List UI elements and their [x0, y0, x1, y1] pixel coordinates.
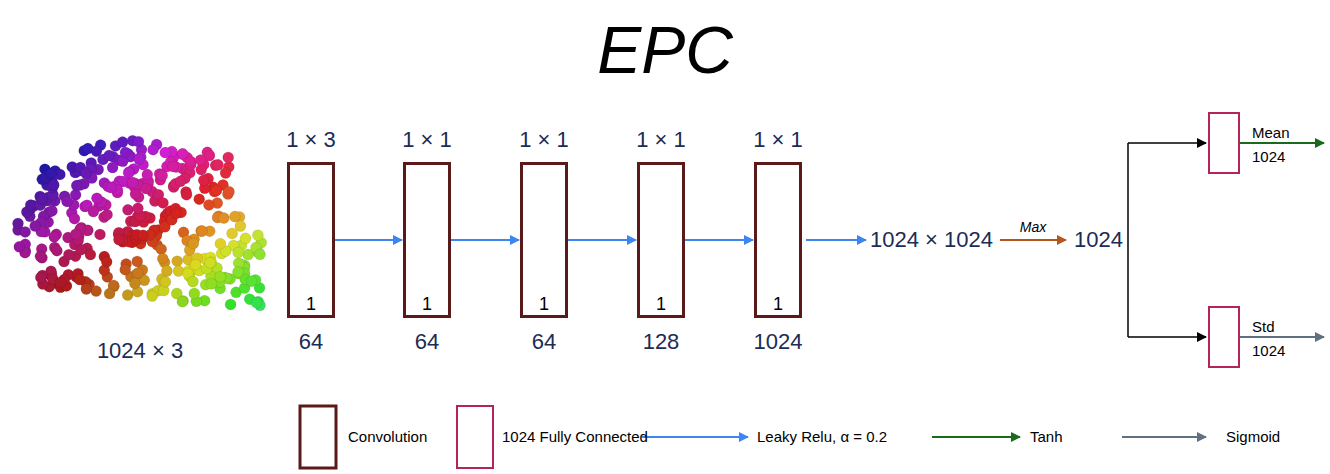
branch-arrow [1128, 142, 1206, 144]
channel-count: 64 [299, 329, 323, 355]
kernel-size: 1 × 1 [402, 127, 452, 153]
activation-connector [685, 239, 753, 241]
legend-text: Sigmoid [1226, 428, 1280, 445]
stride-number: 1 [306, 294, 316, 315]
convolution-box: 1 × 11128 [637, 162, 685, 318]
convolution-box: 1 × 3164 [287, 162, 335, 318]
output-size: 1024 [1252, 148, 1285, 165]
kernel-size: 1 × 1 [636, 127, 686, 153]
sigmoid-arrow [1240, 336, 1324, 338]
channel-count: 64 [532, 329, 556, 355]
branch-arrow [1128, 336, 1206, 338]
output-name: Std [1252, 318, 1275, 335]
stride-number: 1 [539, 294, 549, 315]
legend-text: Leaky Relu, α = 0.2 [757, 428, 887, 445]
legend-conv-sample [300, 406, 336, 468]
legend-text: 1024 Fully Connected [502, 428, 648, 445]
legend-leaky-line [642, 436, 748, 438]
stride-number: 1 [656, 294, 666, 315]
legend-text: Convolution [348, 428, 427, 445]
output-size: 1024 [1252, 342, 1285, 359]
stride-number: 1 [773, 294, 783, 315]
stride-number: 1 [422, 294, 432, 315]
fully-connected-box: Mean1024 [1208, 112, 1240, 174]
diagram-title: EPC [0, 12, 1330, 88]
pooled-size: 1024 [1074, 227, 1123, 253]
convolution-box: 1 × 1164 [403, 162, 451, 318]
max-arrow [1000, 239, 1066, 241]
feature-shape: 1024 × 1024 [870, 227, 993, 253]
output-name: Mean [1252, 124, 1290, 141]
tanh-arrow [1240, 142, 1324, 144]
input-shape: 1024 × 3 [97, 338, 183, 364]
channel-count: 1024 [754, 329, 803, 355]
convolution-box: 1 × 111024 [754, 162, 802, 318]
kernel-size: 1 × 1 [519, 127, 569, 153]
pool-operation: Max [1020, 219, 1046, 235]
kernel-size: 1 × 3 [286, 127, 336, 153]
fully-connected-box: Std1024 [1208, 306, 1240, 368]
legend-sigmoid-line [1122, 436, 1206, 438]
legend-tanh-line [932, 436, 1020, 438]
channel-count: 64 [415, 329, 439, 355]
legend-fc-sample [457, 406, 493, 468]
channel-count: 128 [643, 329, 680, 355]
convolution-box: 1 × 1164 [520, 162, 568, 318]
legend-text: Tanh [1030, 428, 1063, 445]
kernel-size: 1 × 1 [753, 127, 803, 153]
activation-arrow [806, 239, 866, 241]
activation-connector [335, 239, 402, 241]
branch-line [1127, 143, 1129, 337]
activation-connector [451, 239, 519, 241]
activation-connector [568, 239, 636, 241]
